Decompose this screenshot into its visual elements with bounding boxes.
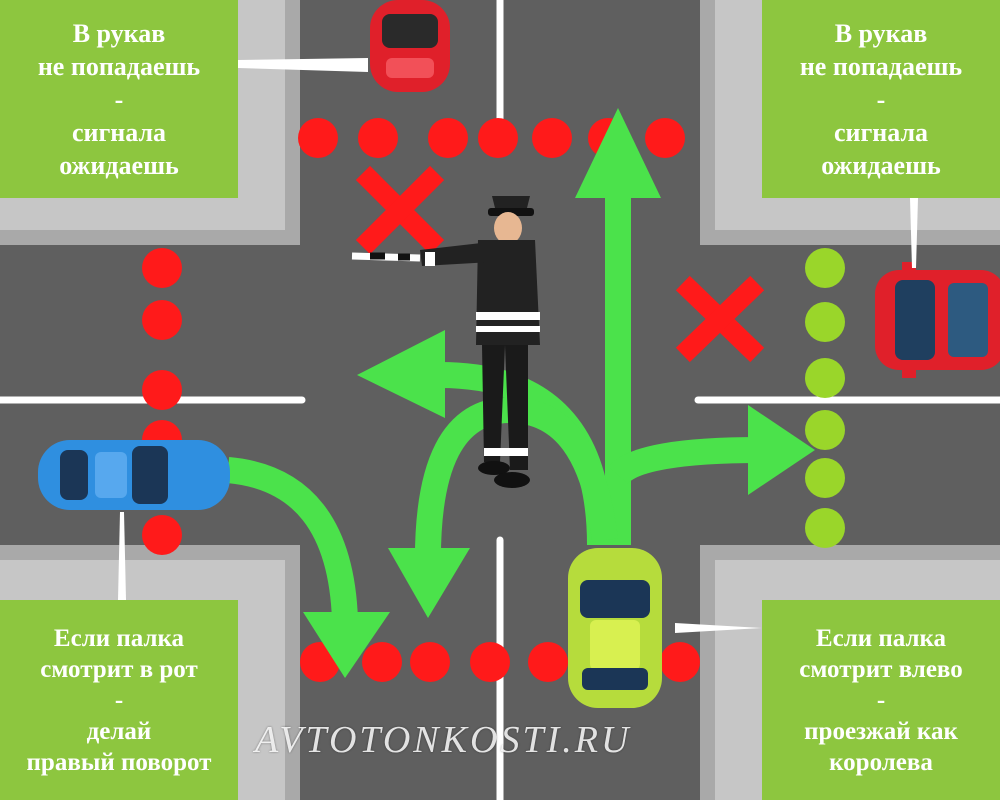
- pointer-bottom-right: [675, 623, 762, 633]
- caption-line: -: [114, 84, 124, 114]
- red-car-right-icon: [875, 262, 1000, 378]
- caption-line: не попадаешь: [37, 51, 201, 81]
- caption-bottom-right: Если палка смотрит влево - проезжай как …: [762, 600, 1000, 800]
- caption-line: В рукав: [834, 18, 928, 48]
- caption-line: Если палка: [815, 624, 947, 652]
- arrow-up-head: [575, 108, 661, 198]
- caption-line: Если палка: [53, 624, 185, 652]
- caption-line: ожидаешь: [821, 150, 941, 180]
- caption-line: делай: [86, 717, 152, 745]
- caption-top-left: В рукав не попадаешь - сигнала ожидаешь: [0, 0, 238, 198]
- caption-line: смотрит влево: [799, 655, 963, 683]
- blue-car-left-icon: [38, 440, 230, 510]
- caption-line: правый поворот: [26, 748, 212, 776]
- arrow-down-head: [388, 548, 470, 618]
- stop-line-top: [298, 118, 685, 158]
- caption-line: сигнала: [833, 117, 929, 147]
- right-turn-arrow-shaft: [608, 437, 761, 485]
- site-watermark: AVTOTONKOSTI.RU: [255, 719, 632, 761]
- caption-line: -: [876, 686, 886, 714]
- caption-line: -: [114, 686, 124, 714]
- pointer-top-left: [238, 58, 368, 72]
- green-car-bottom-icon: [568, 548, 662, 708]
- arrow-down-head: [303, 612, 390, 678]
- stop-line-bottom: [300, 642, 700, 682]
- caption-bottom-left: Если палка смотрит в рот - делай правый …: [0, 600, 238, 800]
- red-car-top-icon: [370, 0, 450, 92]
- caption-line: не попадаешь: [799, 51, 963, 81]
- pointer-top-right: [910, 198, 918, 268]
- callout-pointers: [118, 58, 918, 633]
- red-x-icon: [675, 275, 765, 363]
- red-x-icon: [355, 165, 445, 255]
- caption-line: В рукав: [72, 18, 166, 48]
- arrow-left-head: [357, 330, 445, 418]
- caption-line: королева: [829, 748, 933, 776]
- caption-line: ожидаешь: [59, 150, 179, 180]
- caption-line: сигнала: [71, 117, 167, 147]
- caption-line: смотрит в рот: [40, 655, 198, 683]
- caption-top-right: В рукав не попадаешь - сигнала ожидаешь: [762, 0, 1000, 198]
- caption-line: -: [876, 84, 886, 114]
- traffic-officer-icon: [351, 196, 540, 488]
- arrow-right-head: [748, 405, 815, 495]
- stop-line-right: [805, 248, 845, 548]
- pointer-bottom-left: [118, 512, 126, 600]
- arrow-heads: [303, 108, 815, 678]
- blue-car-right-turn-shaft: [226, 457, 358, 621]
- caption-line: проезжай как: [804, 717, 958, 745]
